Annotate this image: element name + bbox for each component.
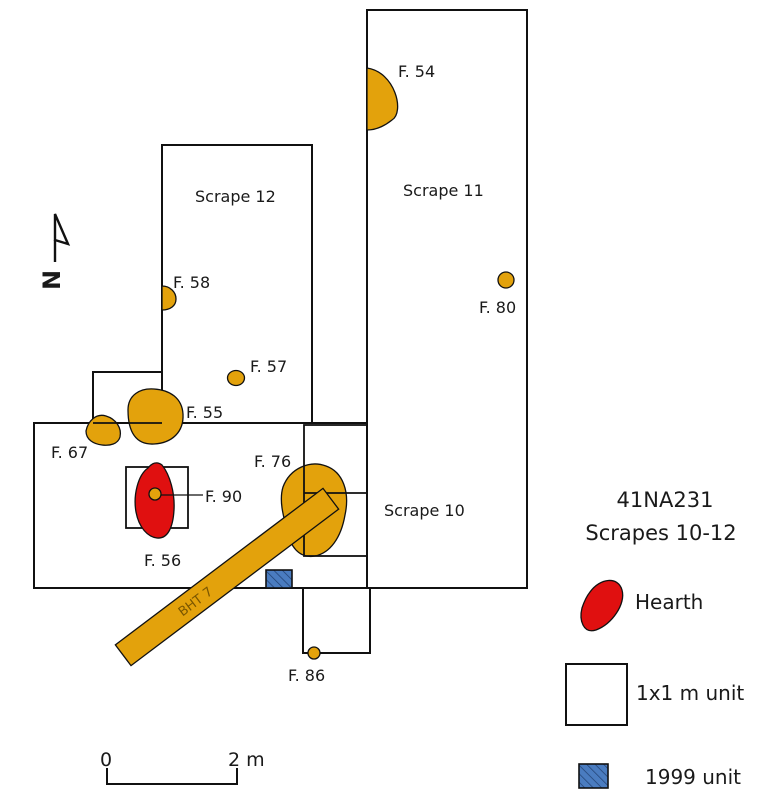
legend-hearth-swatch [580, 579, 624, 632]
scale-bar-start: 0 [100, 749, 112, 771]
trench-bht-7-rect [114, 487, 340, 667]
unit-f86-outline [302, 587, 371, 654]
feature-57 [226, 369, 246, 387]
label-f80: F. 80 [479, 298, 516, 317]
scale-bar: 0 2 m [100, 749, 265, 785]
label-f58: F. 58 [173, 273, 210, 292]
label-f57: F. 57 [250, 357, 287, 376]
legend-1x1-label: 1x1 m unit [636, 681, 744, 705]
label-f67: F. 67 [51, 443, 88, 462]
scale-bar-line [106, 768, 238, 785]
map-title-line1: 41NA231 [617, 488, 714, 512]
scale-bar-end: 2 m [228, 749, 265, 771]
label-f76: F. 76 [254, 452, 291, 471]
north-arrow: N [38, 213, 71, 290]
scrape-10-label: Scrape 10 [384, 501, 465, 520]
north-arrow-icon [53, 213, 71, 246]
feature-58 [161, 285, 177, 311]
legend-1999-swatch [578, 763, 609, 789]
feature-54 [366, 67, 399, 131]
features [85, 67, 515, 660]
north-arrow-label: N [38, 270, 66, 290]
unit-1999-square [265, 569, 293, 589]
scrape-outlines [33, 9, 528, 654]
scrape-12-label: Scrape 12 [195, 187, 276, 206]
label-f56: F. 56 [144, 551, 181, 570]
labels: Scrape 12 Scrape 11 Scrape 10 F. 54 F. 5… [51, 62, 516, 685]
legend-1x1-swatch [565, 663, 628, 726]
legend: Hearth 1x1 m unit 1999 unit [565, 579, 744, 789]
legend-hearth-label: Hearth [635, 590, 703, 614]
scrape-11-label: Scrape 11 [403, 181, 484, 200]
map-title-line2: Scrapes 10-12 [585, 521, 736, 545]
feature-86 [307, 646, 321, 660]
legend-1999-label: 1999 unit [645, 765, 741, 789]
feature-90 [148, 487, 162, 501]
unit-f76 [303, 424, 368, 557]
label-f90: F. 90 [205, 487, 242, 506]
label-f86: F. 86 [288, 666, 325, 685]
feature-55 [127, 388, 184, 445]
label-f54: F. 54 [398, 62, 435, 81]
feature-80 [497, 271, 515, 289]
label-f55: F. 55 [186, 403, 223, 422]
